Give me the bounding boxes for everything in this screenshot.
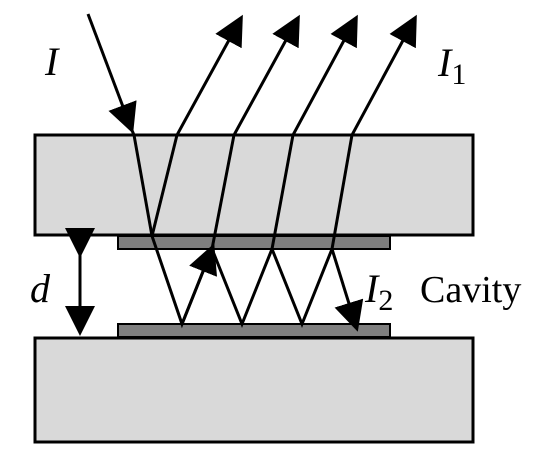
gap-label: d: [30, 266, 51, 311]
cavity-intensity-label: I2: [364, 266, 393, 317]
incident-ray-refracted: [129, 127, 154, 237]
upper-mirror-coating: [117, 235, 391, 250]
lower-mirror-coating: [117, 323, 391, 338]
incident-label: I: [44, 39, 60, 84]
reflected-ray-1: [150, 14, 243, 237]
cavity-up-arrow: [180, 243, 218, 325]
reflected-ray-2: [210, 14, 300, 250]
upper-plate: [33, 133, 475, 237]
reflected-ray-4: [330, 14, 417, 250]
cavity-down-arrow: [330, 248, 364, 332]
reflected-ray-3: [270, 14, 358, 250]
incident-ray: [86, 13, 137, 134]
reflected-label: I1: [437, 40, 466, 91]
lower-plate: [33, 336, 475, 444]
cavity-label: Cavity: [420, 269, 521, 311]
